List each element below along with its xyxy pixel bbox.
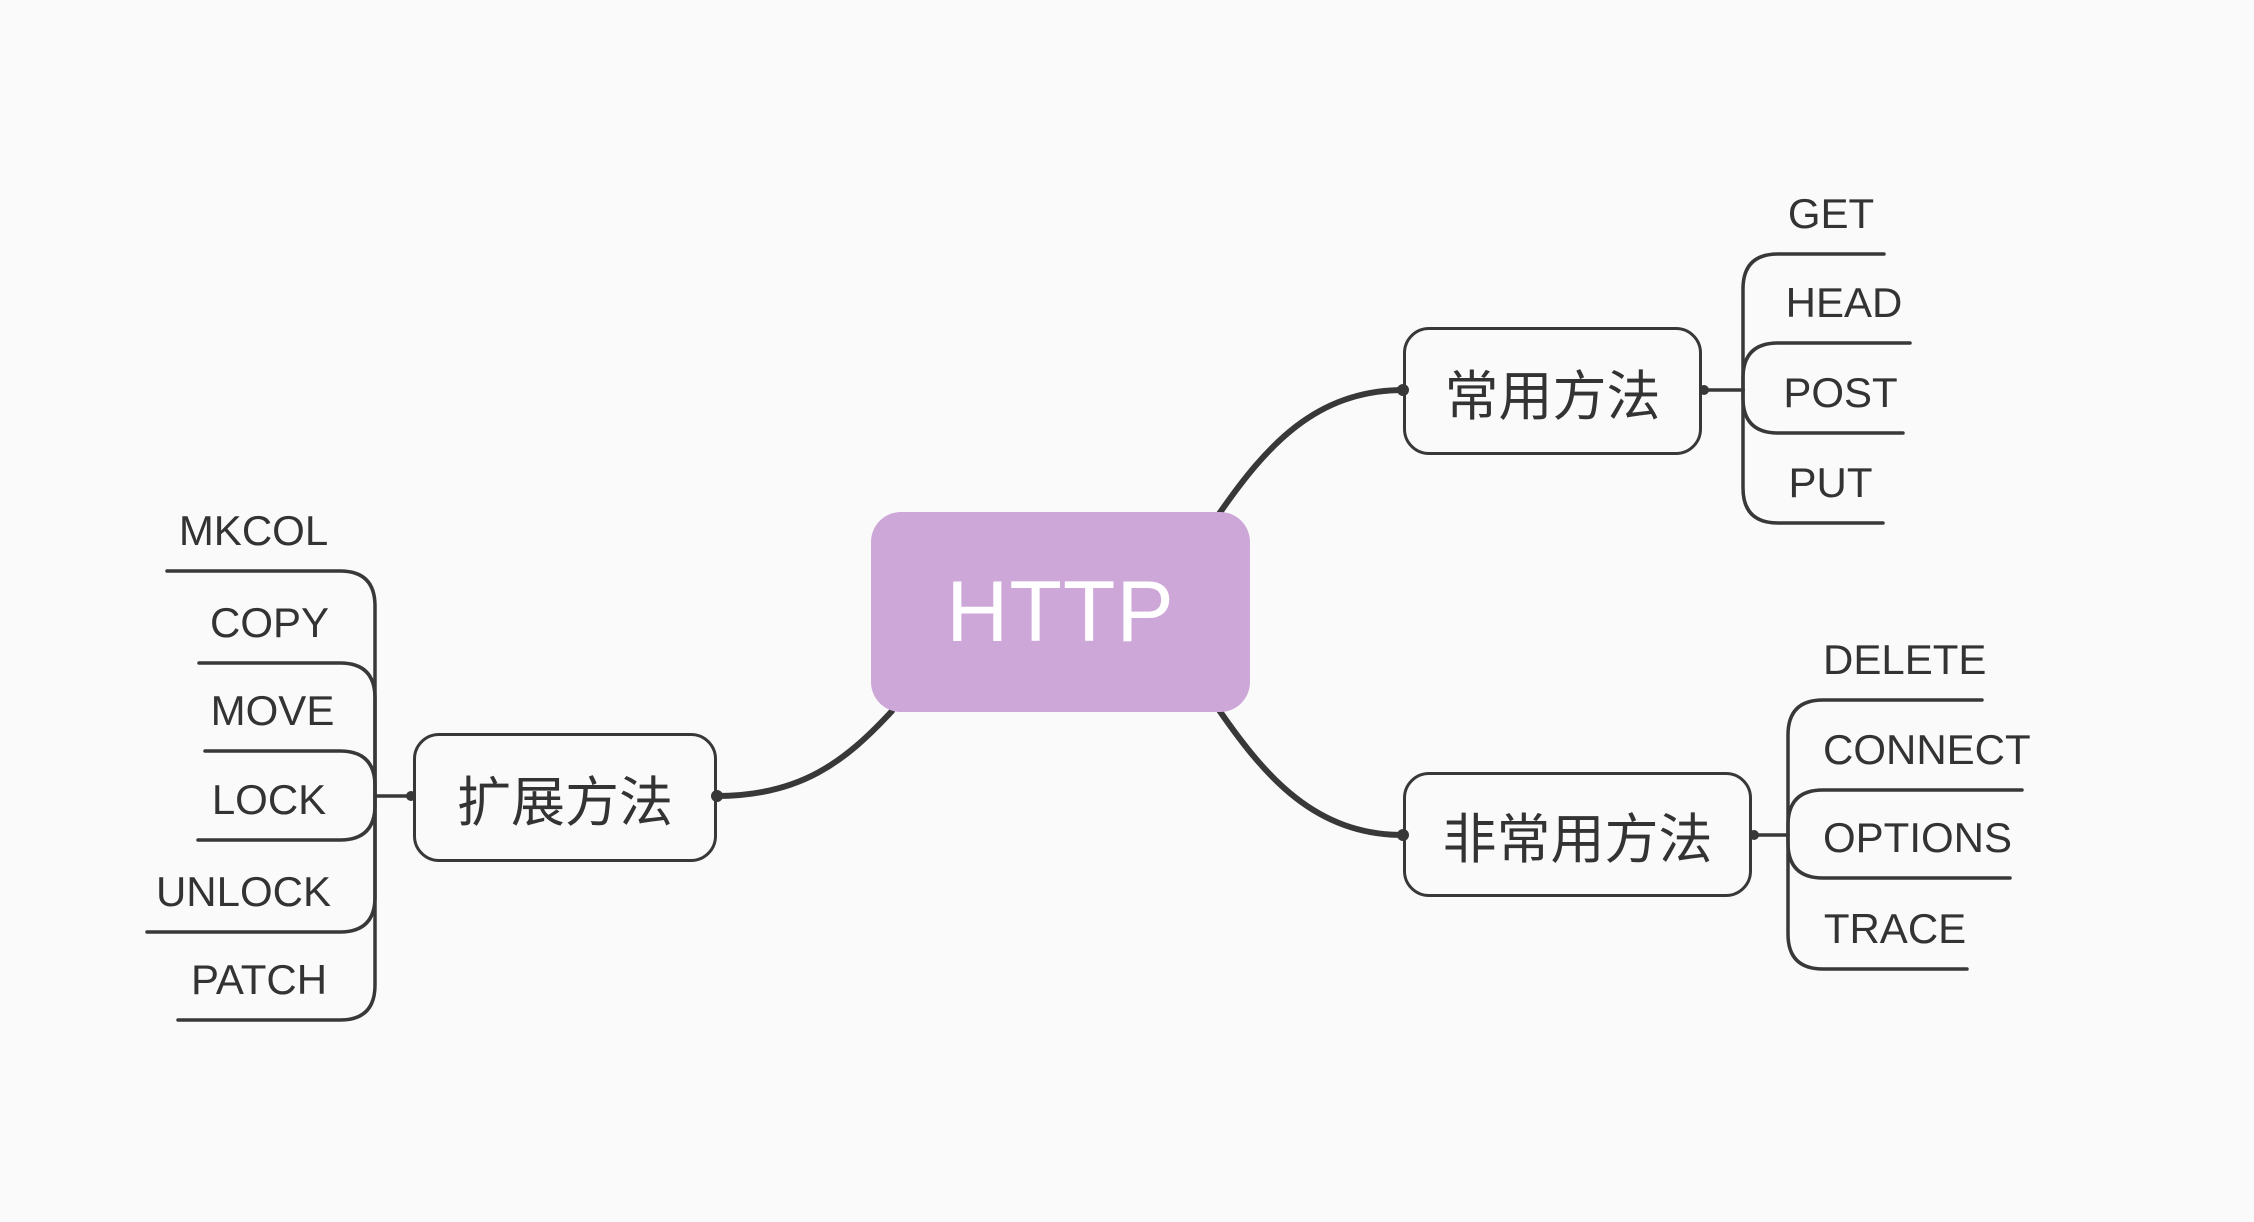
- child-topic-underline: [1786, 698, 1984, 837]
- child-topic-label[interactable]: GET: [1787, 189, 1875, 237]
- child-topic-label[interactable]: OPTIONS: [1823, 813, 2013, 861]
- child-topic-label[interactable]: LOCK: [211, 775, 327, 823]
- child-topic-underline: [1741, 388, 1885, 525]
- root-branch-connector: [714, 708, 895, 799]
- child-topic-underline: [176, 794, 377, 1022]
- child-topic-label[interactable]: UNLOCK: [155, 867, 332, 915]
- child-topic-label[interactable]: POST: [1783, 368, 1898, 416]
- root-topic-http[interactable]: HTTP: [871, 512, 1250, 712]
- child-topic-underline: [1786, 788, 2024, 837]
- child-topic-underline: [1741, 252, 1886, 392]
- child-topic-underline: [1786, 833, 1969, 971]
- child-topic-label[interactable]: DELETE: [1823, 635, 1987, 683]
- branch-topic-uncommon-methods[interactable]: 非常用方法: [1403, 772, 1752, 897]
- child-topic-underline: [197, 661, 377, 798]
- child-topic-underline: [1741, 341, 1912, 392]
- child-topic-label[interactable]: HEAD: [1785, 278, 1903, 326]
- branch-topic-extension-methods[interactable]: 扩展方法: [413, 733, 717, 862]
- child-topic-label[interactable]: COPY: [209, 598, 330, 646]
- child-topic-label[interactable]: PATCH: [190, 955, 328, 1003]
- child-topic-label[interactable]: TRACE: [1823, 904, 1967, 952]
- child-topic-label[interactable]: CONNECT: [1823, 725, 2031, 773]
- child-topic-label[interactable]: MOVE: [210, 686, 335, 734]
- child-topic-underline: [165, 569, 377, 798]
- child-topic-underline: [203, 749, 377, 798]
- child-topic-label[interactable]: MKCOL: [178, 506, 329, 554]
- root-branch-connector: [1216, 387, 1406, 517]
- branch-topic-common-methods[interactable]: 常用方法: [1403, 327, 1702, 455]
- root-branch-connector: [1216, 707, 1406, 838]
- child-topic-label[interactable]: PUT: [1788, 458, 1873, 506]
